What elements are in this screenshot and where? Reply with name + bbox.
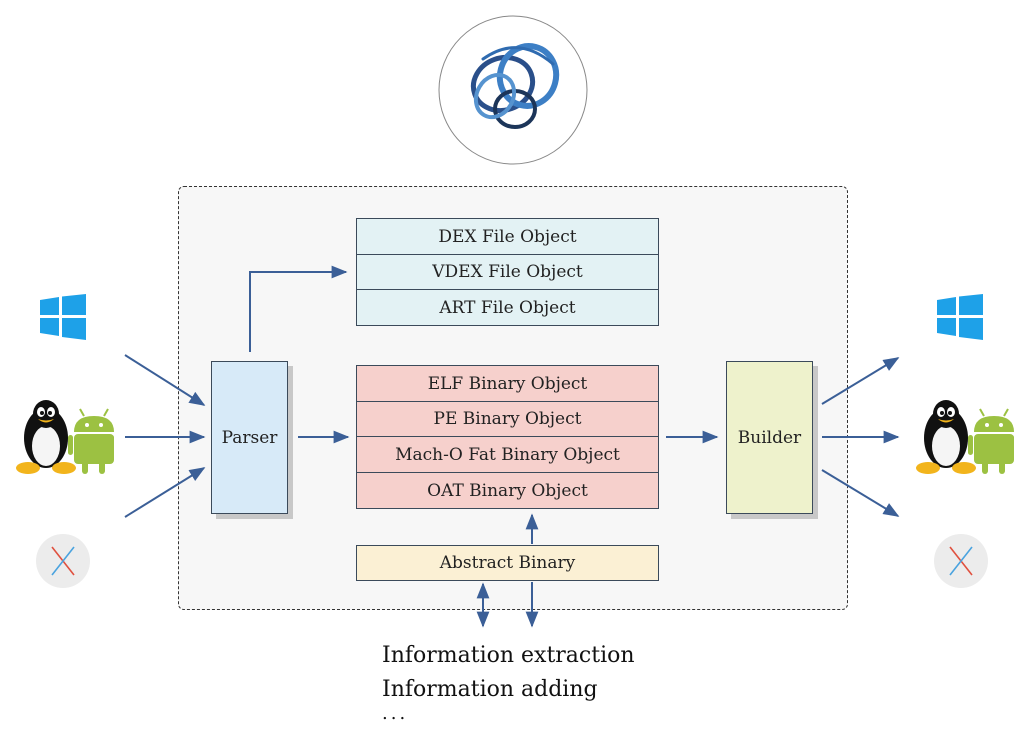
macho-fat-binary-object: Mach-O Fat Binary Object — [356, 436, 659, 473]
android-icon — [968, 408, 1014, 474]
ellipsis-text: ... — [382, 703, 409, 724]
vdex-file-object: VDEX File Object — [356, 254, 659, 290]
abstract-binary-box: Abstract Binary — [356, 545, 659, 581]
elf-binary-object: ELF Binary Object — [356, 365, 659, 402]
macos-x-icon — [934, 534, 988, 588]
linux-tux-icon — [16, 400, 76, 474]
linux-android-icon — [916, 400, 1014, 474]
windows-icon — [40, 294, 86, 340]
builder-box: Builder — [726, 361, 813, 514]
info-adding-text: Information adding — [382, 677, 598, 702]
linux-android-icon — [16, 400, 114, 474]
windows-icon — [937, 294, 983, 340]
oat-binary-object: OAT Binary Object — [356, 472, 659, 509]
linux-tux-icon — [916, 400, 976, 474]
art-file-object: ART File Object — [356, 289, 659, 326]
logo-icon — [438, 15, 588, 165]
info-extraction-text: Information extraction — [382, 643, 635, 668]
dex-file-object: DEX File Object — [356, 218, 659, 255]
macos-x-icon — [36, 534, 90, 588]
android-icon — [68, 408, 114, 474]
pe-binary-object: PE Binary Object — [356, 401, 659, 437]
parser-box: Parser — [211, 361, 288, 514]
